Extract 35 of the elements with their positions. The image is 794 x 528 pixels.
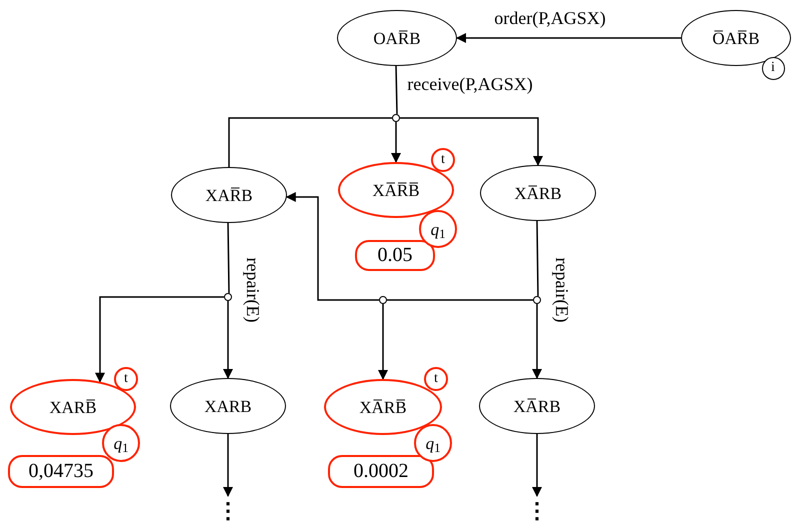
marker-circle: q$_{1}$ <box>419 210 457 248</box>
marker-circle: i <box>762 56 784 80</box>
junction-dot <box>533 296 541 304</box>
state-ellipse: XARB <box>170 378 286 434</box>
connector-arrow <box>378 304 388 380</box>
connector-arrow <box>532 304 542 379</box>
connector-arrow <box>532 434 542 497</box>
state-ellipse: XAR̅B <box>171 167 287 223</box>
connector-arrow <box>223 301 233 379</box>
edge-label: repair(E) <box>553 256 571 324</box>
edge-label: repair(E) <box>244 256 262 324</box>
marker-circle: t <box>431 148 455 172</box>
junction-dot <box>392 114 400 122</box>
value-box: 0,04735 <box>8 454 114 488</box>
ellipsis-mark: ⋮ <box>532 496 542 526</box>
junction-dot <box>379 296 387 304</box>
state-ellipse: XA̅R̅B̅ <box>338 162 454 218</box>
marker-circle: q$_{1}$ <box>414 424 452 462</box>
edge-label: receive(P,AGSX) <box>405 75 535 93</box>
connector-arrow <box>286 192 379 301</box>
connector-arrow <box>391 122 401 163</box>
connector-arrow <box>400 117 543 166</box>
connector-arrow <box>456 33 681 43</box>
value-box: 0.05 <box>355 240 435 270</box>
value-box: 0.0002 <box>328 454 434 488</box>
ellipsis-mark: ⋮ <box>223 496 233 526</box>
marker-circle: q$_{1}$ <box>102 424 140 462</box>
state-ellipse: XA̅RB <box>479 378 595 434</box>
state-ellipse: XA̅RB <box>480 165 596 221</box>
marker-circle: t <box>424 367 448 391</box>
state-ellipse: OAR̅B <box>337 10 457 66</box>
marker-circle: t <box>114 367 138 391</box>
edge-label: order(P,AGSX) <box>492 9 608 27</box>
junction-dot <box>224 293 232 301</box>
connector-arrow <box>223 434 233 497</box>
